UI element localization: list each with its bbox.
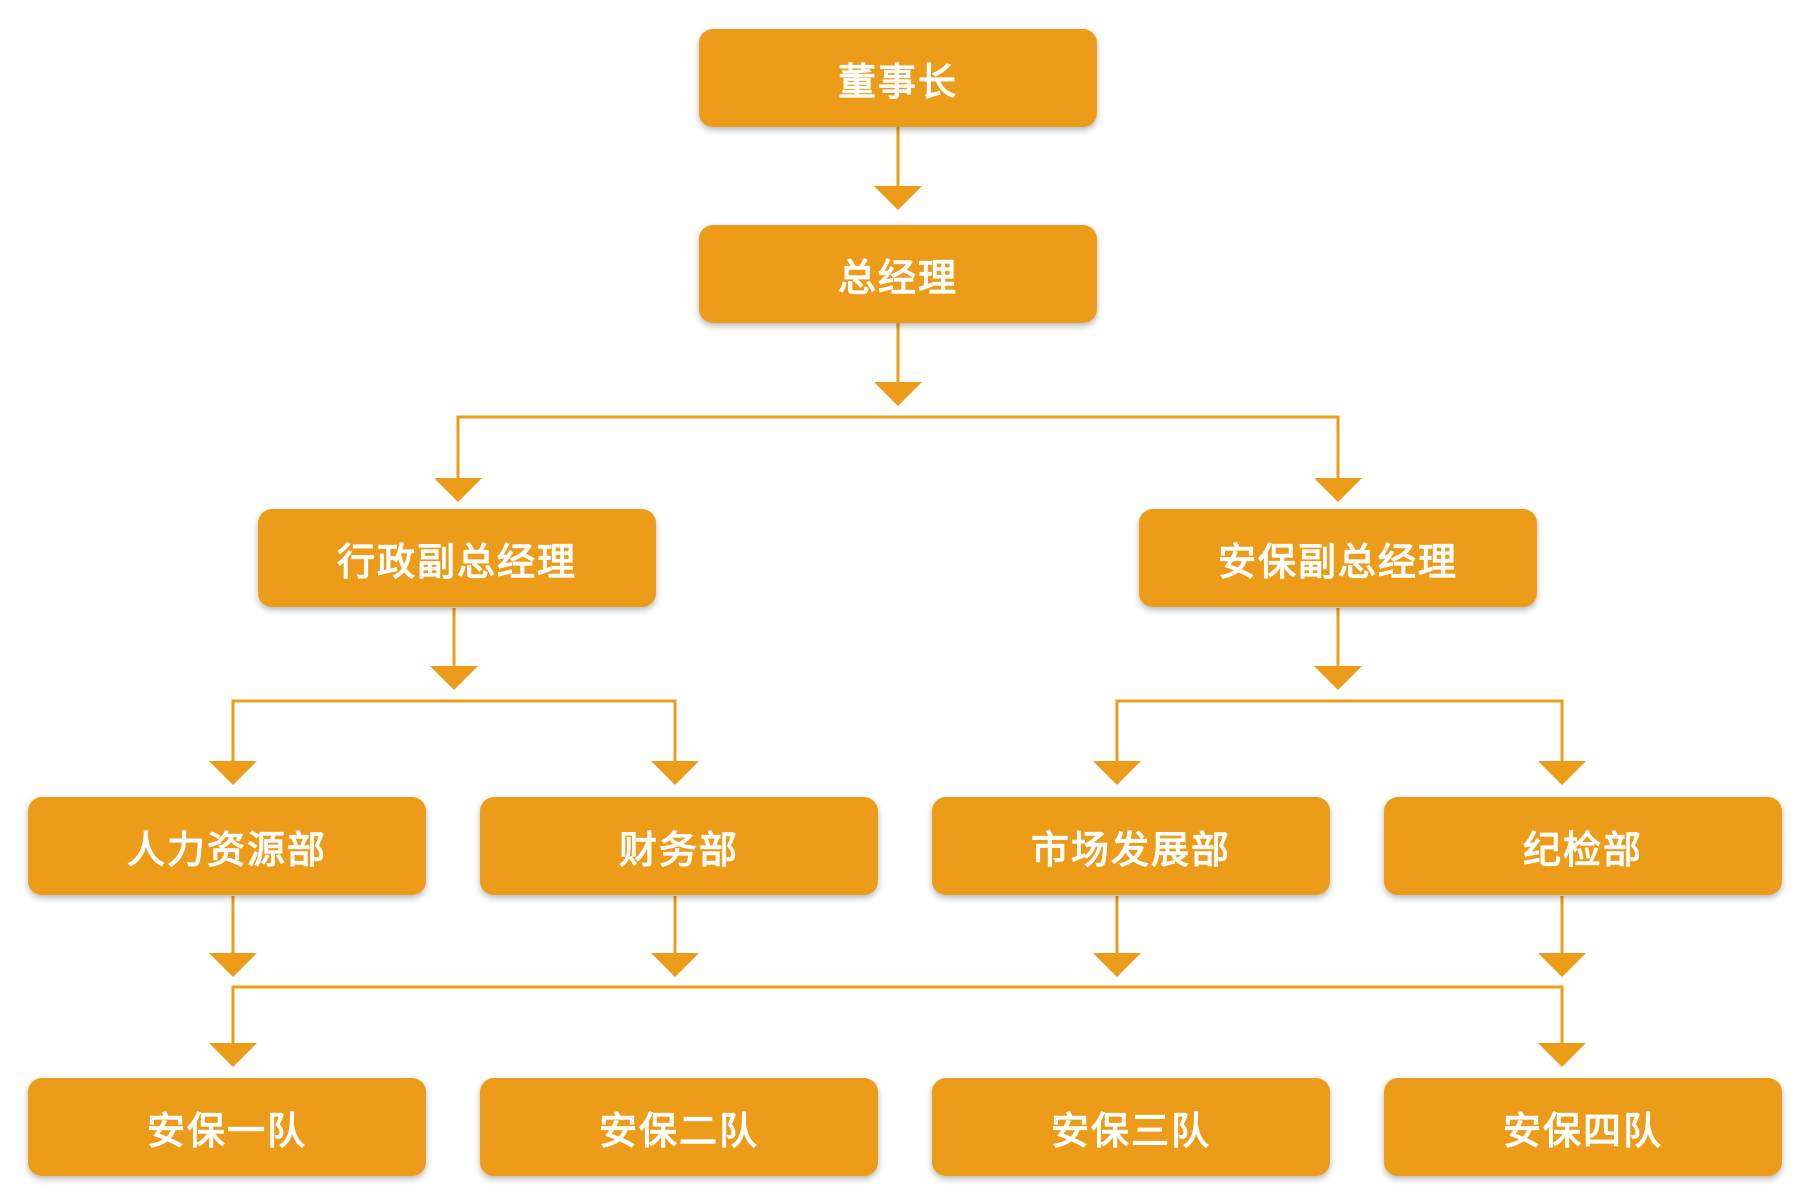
arrowhead [1538, 1043, 1586, 1067]
arrowhead [1314, 666, 1362, 690]
node-marketing-department[interactable]: 市场发展部 [932, 797, 1330, 895]
arrowhead [434, 478, 482, 502]
arrowhead [209, 761, 257, 785]
arrowhead [1538, 761, 1586, 785]
connector-security-bus [1115, 699, 1564, 765]
arrowhead [651, 953, 699, 977]
node-admin-vice-manager[interactable]: 行政副总经理 [258, 509, 656, 607]
node-security-team-2[interactable]: 安保二队 [480, 1078, 878, 1176]
arrowhead [1538, 953, 1586, 977]
node-security-team-1[interactable]: 安保一队 [28, 1078, 426, 1176]
arrowhead [430, 666, 478, 690]
arrowhead [874, 382, 922, 406]
arrowhead [651, 761, 699, 785]
node-general-manager[interactable]: 总经理 [699, 225, 1097, 323]
arrowhead [1093, 953, 1141, 977]
connector-admin-bus [231, 699, 677, 765]
arrowhead [874, 186, 922, 210]
node-security-team-4[interactable]: 安保四队 [1384, 1078, 1782, 1176]
node-hr-department[interactable]: 人力资源部 [28, 797, 426, 895]
node-security-team-3[interactable]: 安保三队 [932, 1078, 1330, 1176]
node-discipline-department[interactable]: 纪检部 [1384, 797, 1782, 895]
arrowhead [209, 953, 257, 977]
node-security-vice-manager[interactable]: 安保副总经理 [1139, 509, 1537, 607]
node-finance-department[interactable]: 财务部 [480, 797, 878, 895]
node-chairman[interactable]: 董事长 [699, 29, 1097, 127]
arrowhead [209, 1043, 257, 1067]
connector-team-bus [231, 985, 1564, 1045]
connector-vp-bus [456, 415, 1340, 480]
arrowhead [1093, 761, 1141, 785]
arrowhead [1314, 478, 1362, 502]
